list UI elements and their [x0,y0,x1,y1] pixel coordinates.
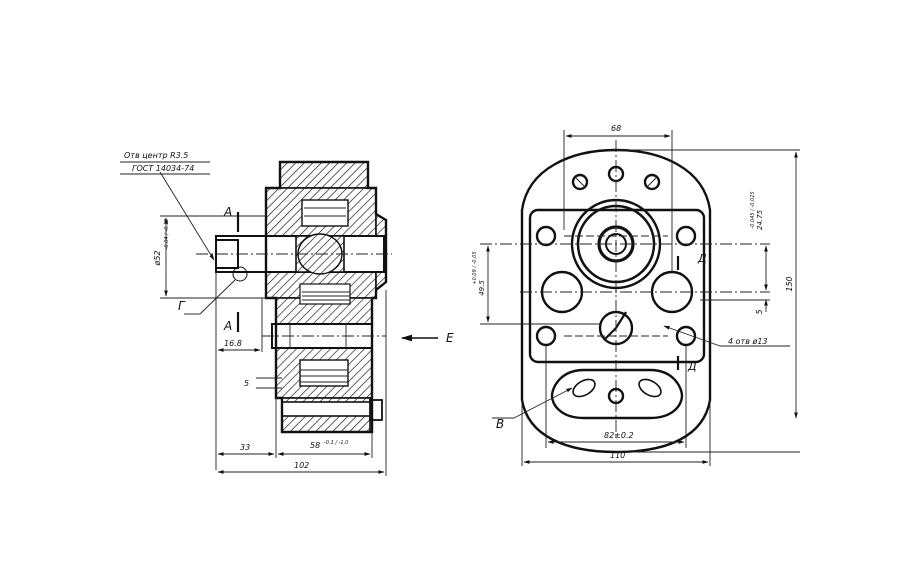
dim-16-8: 16.8 [224,339,242,348]
right-end-view: 68 150 24.75 -0.045 / -0.025 5 49.5 +0.0… [472,124,800,466]
detail-circle-g [232,266,248,282]
bottom-bolt [281,401,373,417]
mid-bore [299,283,351,305]
bolt-hole-top-right [643,173,661,191]
note-gost: ГОСТ 14034-74 [132,164,194,173]
gear-teeth [300,207,350,383]
slot-right [638,378,662,398]
dim-150: 150 [785,276,794,291]
dim-49-5: 49.5 [478,280,486,296]
dim-5-left: 5 [244,379,249,388]
upper-gear-bore [301,199,349,227]
housing-top-block [279,161,369,189]
dim-58-tol: -0.1 / -1.0 [324,440,348,446]
flange-hole-tl [535,225,557,247]
label-a-bottom: А [223,319,232,333]
dim-diameter-tol: -0.04 / -0.12 [164,219,170,250]
dim-110: 110 [610,451,625,460]
dim-102: 102 [294,461,309,470]
left-section-view: А А Г Отв центр R3.5 ГОСТ 14034-74 ø52 -… [120,151,454,476]
label-d-top: Д [697,252,707,265]
flange-plate [528,208,706,364]
dim-82: 82±0.2 [604,431,634,440]
dim-58: 58 [310,441,320,450]
holes-note: 4 отв ø13 [728,337,768,346]
dim-24-75: 24.75 [756,209,764,230]
dim-5-right: 5 [755,309,764,314]
dim-68: 68 [611,124,621,133]
dim-49-5-tol: +0.09 / -0.05 [472,251,478,284]
flange-hole-tr [675,225,697,247]
bottom-foot [550,368,684,420]
label-v: В [496,417,504,431]
note-center-hole: Отв центр R3.5 [124,151,188,160]
bolt-hole-top-left [571,173,589,191]
dim-24-75-tol: -0.045 / -0.025 [750,191,756,228]
flange-hole-bl [535,325,557,347]
slot-left [572,378,596,398]
label-e: Е [446,331,454,345]
dim-33: 33 [240,443,250,452]
label-g: Г [178,299,186,313]
label-a-top: А [223,205,232,219]
label-d-bottom: Д [687,360,697,373]
dim-diameter: ø52 [153,250,162,266]
